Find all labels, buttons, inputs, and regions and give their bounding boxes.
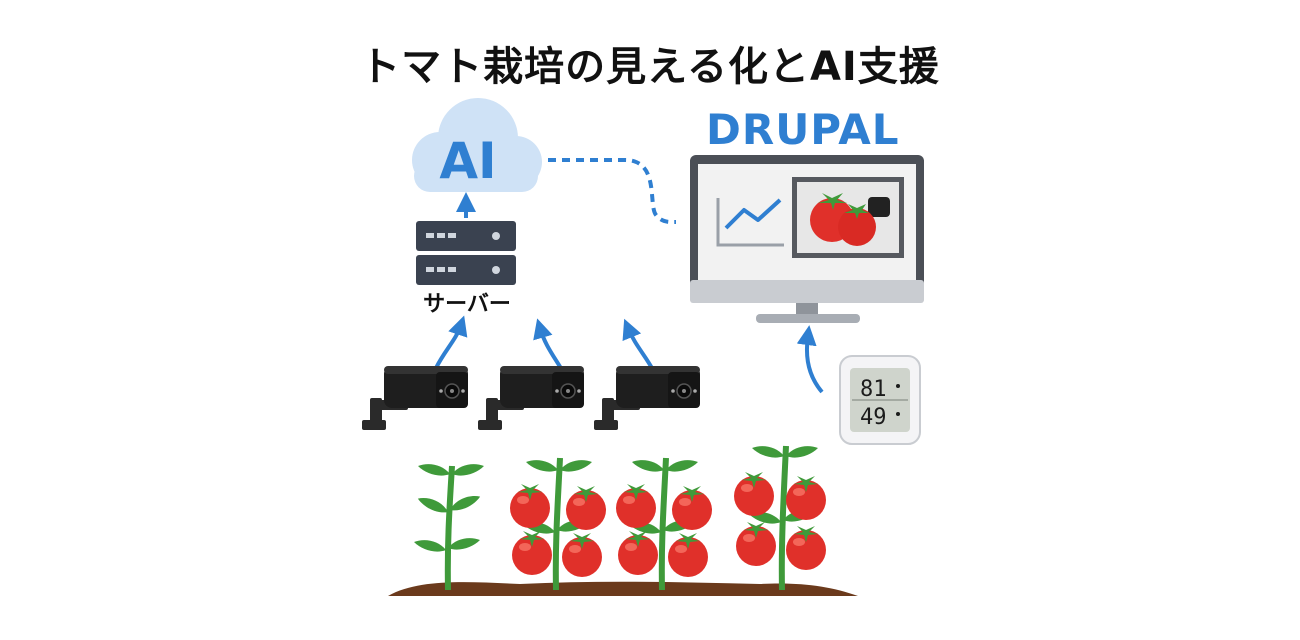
security-camera-icon (361, 365, 469, 431)
sensor-to-monitor-arrow (796, 325, 824, 394)
tomato-fruit (510, 484, 550, 528)
tomato-photo-icon (792, 177, 904, 258)
tomato-fruit (786, 476, 826, 520)
tomato-fruit (562, 533, 602, 577)
camera1-to-server-arrow (434, 315, 468, 369)
camera2-to-server-arrow (533, 318, 564, 372)
soil (388, 581, 858, 596)
tomato-fruit (734, 472, 774, 516)
security-camera-icon (593, 365, 701, 431)
tomato-fruit (618, 531, 658, 575)
tomato-plant (734, 445, 826, 591)
tomato-plant (510, 457, 606, 591)
ai-cloud-icon: AI (412, 98, 542, 192)
humidity-reading: 49 (860, 405, 887, 430)
server-icon (416, 221, 516, 285)
security-camera-icon (477, 365, 585, 431)
drupal-label: DRUPAL (706, 105, 900, 154)
tomato-fruit (566, 486, 606, 530)
tomato-plant (616, 457, 712, 591)
tomato-fruit (672, 486, 712, 530)
ai-drupal-dashed-link (548, 158, 677, 225)
camera3-to-server-arrow (622, 318, 655, 371)
ai-label: AI (439, 132, 496, 190)
page-title: トマト栽培の見える化とAI支援 (360, 44, 940, 90)
temperature-reading: 81 (860, 377, 887, 402)
tomato-fruit (736, 522, 776, 566)
tomato-fruit (668, 533, 708, 577)
server-label: サーバー (423, 292, 511, 317)
drupal-monitor-icon (690, 155, 924, 323)
tomato-fruit (616, 484, 656, 528)
tomato-fruit (512, 531, 552, 575)
tomato-plant-seedling (414, 464, 484, 591)
tomato-fruit (786, 526, 826, 570)
chart-graph-icon (716, 198, 784, 247)
thermo-hygrometer-icon: 81 49 (839, 355, 921, 445)
